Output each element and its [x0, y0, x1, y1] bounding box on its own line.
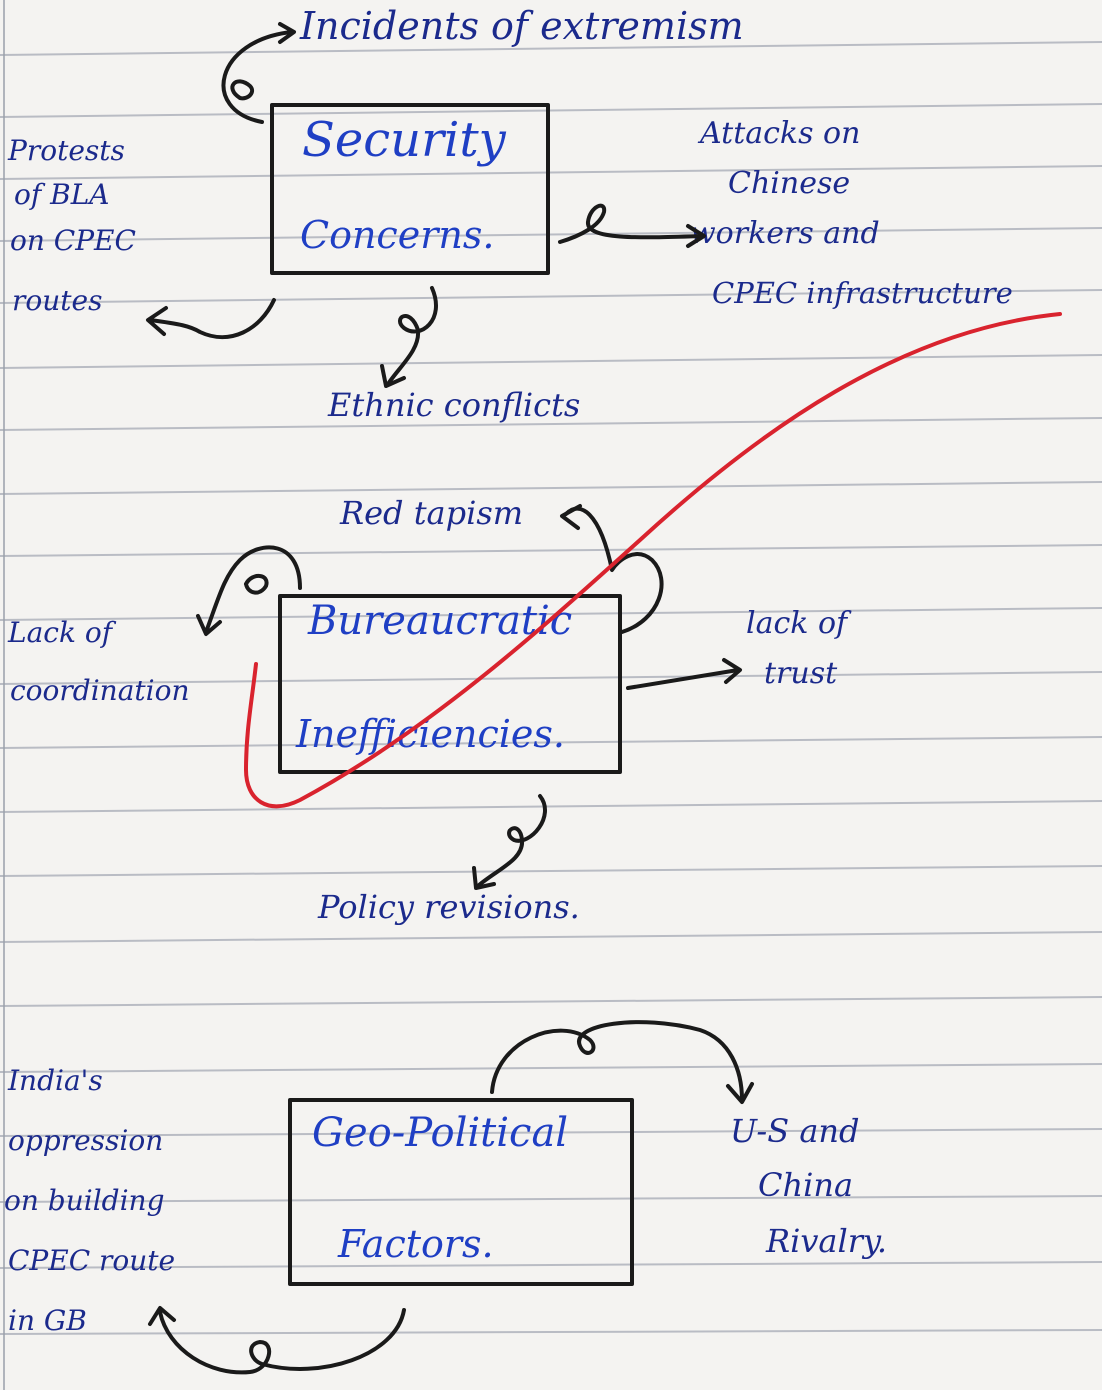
bureaucratic-title-line2: Inefficiencies. — [296, 712, 565, 756]
geopolitical-right-line1: U-S and — [730, 1112, 860, 1150]
bureaucratic-right-line1: lack of — [746, 606, 848, 641]
security-left-line1: Protests — [8, 134, 125, 167]
bureaucratic-bottom-label: Policy revisions. — [318, 888, 580, 926]
bureaucratic-top-label: Red tapism — [340, 494, 524, 532]
geopolitical-right-line3: Rivalry. — [766, 1222, 888, 1260]
security-title-line1: Security — [302, 112, 506, 168]
geopolitical-left-line3: on building — [4, 1184, 165, 1217]
geopolitical-title-line2: Factors. — [338, 1222, 494, 1266]
bureaucratic-right-line2: trust — [764, 656, 838, 691]
geopolitical-left-line2: oppression — [8, 1124, 164, 1157]
geopolitical-title-line1: Geo-Political — [312, 1110, 569, 1156]
bureaucratic-inefficiencies-box — [278, 594, 622, 774]
security-left-line3: on CPEC — [10, 224, 136, 257]
bureaucratic-left-line1: Lack of — [8, 616, 113, 649]
geopolitical-left-line5: in GB — [8, 1304, 87, 1337]
geopolitical-left-line1: India's — [8, 1064, 103, 1097]
security-left-line2: of BLA — [14, 178, 110, 211]
security-left-line4: routes — [12, 284, 103, 317]
geopolitical-factors-box — [288, 1098, 634, 1286]
security-right-line2: Chinese — [728, 166, 851, 201]
security-right-line3: workers and — [690, 216, 880, 251]
geopolitical-left-line4: CPEC route — [8, 1244, 176, 1277]
security-title-line2: Concerns. — [300, 213, 495, 257]
security-right-line1: Attacks on — [700, 116, 861, 151]
bureaucratic-left-line2: coordination — [10, 674, 190, 707]
security-bottom-label: Ethnic conflicts — [328, 386, 581, 424]
security-concerns-box — [270, 103, 550, 275]
red-correction-mark — [244, 312, 1062, 809]
security-right-line4: CPEC infrastructure — [712, 276, 1013, 310]
security-top-label: Incidents of extremism — [300, 4, 744, 48]
geopolitical-right-line2: China — [758, 1166, 854, 1204]
